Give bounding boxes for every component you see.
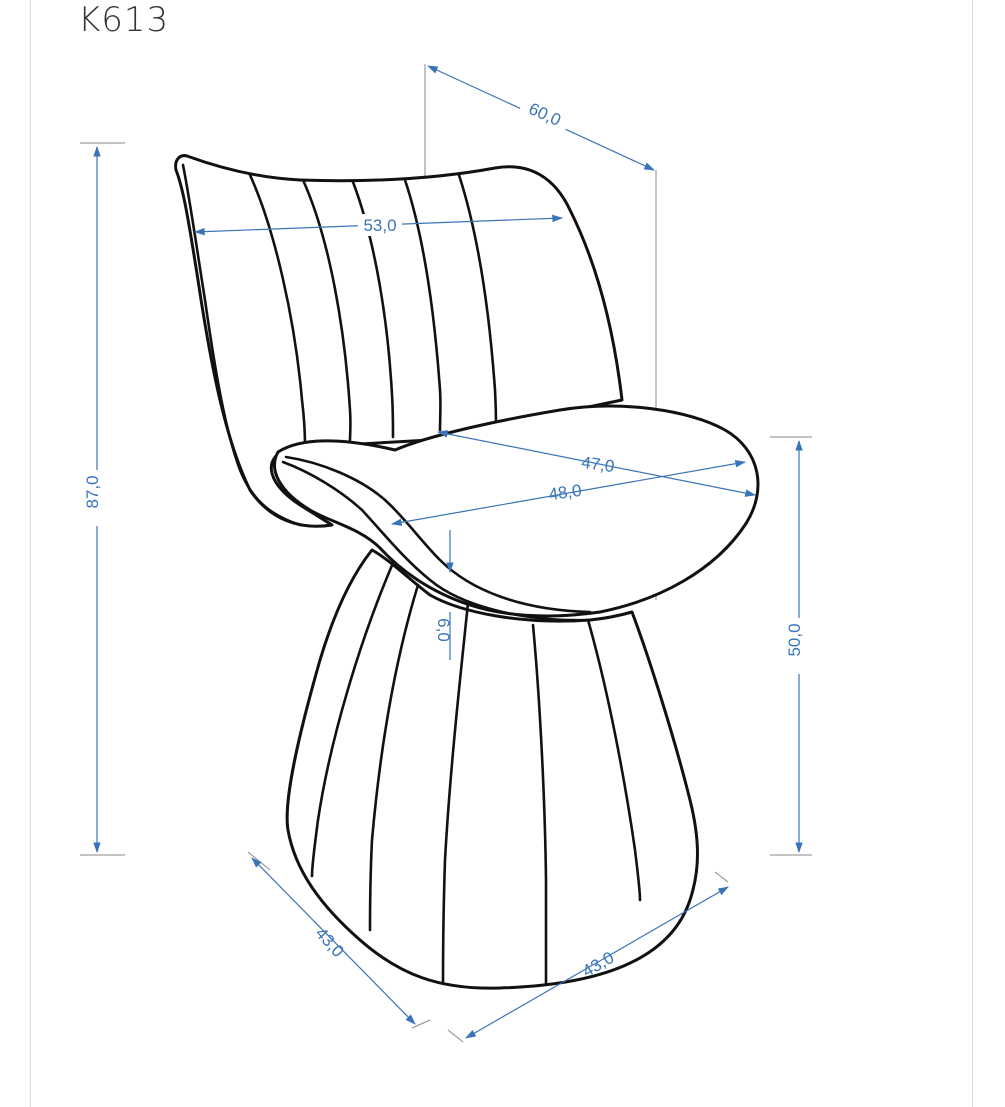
dimension-labels: 60,0 53,0 87,0 47,0 48,0 6,0 50,0 43,0 4…	[83, 91, 812, 981]
dim-seat-thickness: 6,0	[434, 618, 453, 642]
chair-base	[285, 548, 699, 990]
dim-height-total: 87,0	[83, 475, 102, 508]
dim-base-depth: 43,0	[311, 924, 347, 961]
dim-backrest-width: 53,0	[363, 216, 396, 235]
product-code: K613	[78, 0, 170, 40]
dim-seat-depth: 47,0	[580, 453, 615, 476]
sheet-border-right	[972, 0, 973, 1107]
sheet-border-left	[30, 0, 31, 1107]
dim-seat-width: 48,0	[547, 481, 582, 504]
dim-seat-height: 50,0	[785, 623, 804, 656]
